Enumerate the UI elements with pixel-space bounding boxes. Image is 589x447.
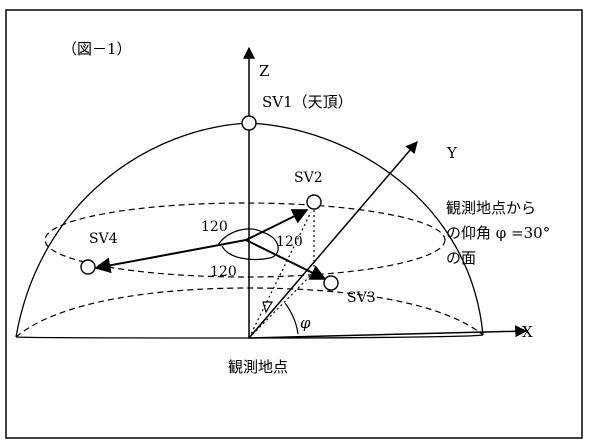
angle-label-1: 120 bbox=[201, 219, 228, 235]
angle-arc-3 bbox=[221, 245, 271, 261]
satellite-sv2-label: SV2 bbox=[294, 170, 323, 186]
satellite-sv1 bbox=[241, 115, 257, 131]
elevation-plane-ellipse bbox=[44, 202, 446, 278]
plane-note-line-2: の仰角 φ =30° bbox=[446, 224, 550, 242]
plane-note-line-3: の面 bbox=[446, 249, 476, 267]
angle-label-3: 120 bbox=[210, 264, 237, 280]
y-axis-label: Y bbox=[446, 144, 458, 162]
z-axis-label: Z bbox=[259, 62, 269, 80]
phi-angle-arc bbox=[284, 302, 299, 335]
angle-arc-2 bbox=[261, 231, 279, 259]
angle-label-2: 120 bbox=[276, 234, 303, 250]
vector-sv3 bbox=[245, 239, 327, 280]
satellite-sv3 bbox=[323, 275, 339, 291]
vector-sv2 bbox=[245, 209, 309, 241]
satellite-sv3-label: SV3 bbox=[347, 290, 376, 306]
plane-note-line-1: 観測地点から bbox=[446, 199, 536, 217]
satellite-sv1-label: SV1（天頂） bbox=[262, 93, 353, 111]
satellite-sv4 bbox=[80, 259, 96, 275]
angle-arc-1 bbox=[217, 228, 263, 246]
vector-sv4 bbox=[94, 239, 247, 274]
satellite-sv4-label: SV4 bbox=[89, 231, 118, 247]
observer-label: 観測地点 bbox=[228, 358, 288, 376]
elevation-marker bbox=[262, 301, 274, 314]
dotted-line-sv2-a bbox=[248, 211, 312, 339]
figure-frame bbox=[5, 9, 583, 439]
x-axis bbox=[248, 325, 528, 339]
y-axis bbox=[248, 141, 418, 339]
satellite-sv2 bbox=[306, 194, 322, 210]
dotted-line-base bbox=[248, 271, 315, 339]
phi-angle-label: φ bbox=[300, 314, 311, 332]
figure-label: （図－1） bbox=[62, 40, 132, 58]
x-axis-label: X bbox=[522, 323, 533, 341]
